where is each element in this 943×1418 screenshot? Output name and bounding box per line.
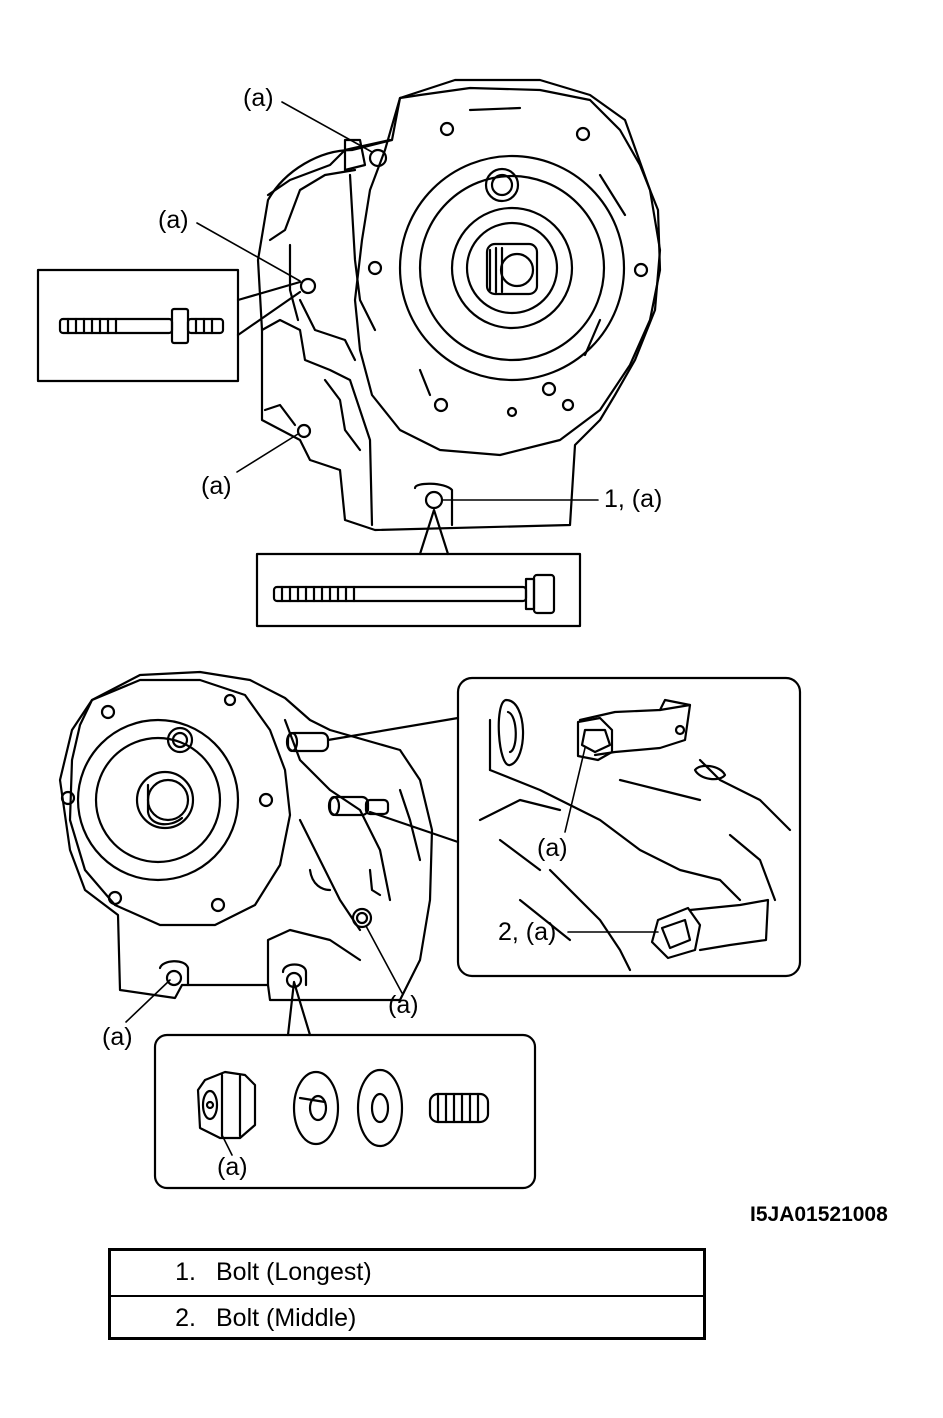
bottom-leader-lines — [125, 747, 659, 1156]
callout-a-inset-right: (a) — [537, 834, 568, 862]
top-leader-lines — [196, 101, 599, 501]
stud-bolt-inset — [36, 268, 302, 383]
callout-a-left-upper: (a) — [158, 206, 189, 234]
longest-bolt-inset — [255, 508, 582, 628]
detail-inset-right — [326, 676, 802, 978]
callout-a-bottom-left: (a) — [102, 1023, 133, 1051]
legend-num: 2. — [175, 1304, 196, 1332]
callout-bolt-1: 1, (a) — [604, 485, 663, 513]
legend-row: 2. Bolt (Middle) — [111, 1295, 703, 1340]
callout-a-top: (a) — [243, 84, 274, 112]
legend-num: 1. — [175, 1258, 196, 1286]
nut-washer-inset — [153, 980, 537, 1190]
legend-text: Bolt (Middle) — [216, 1304, 357, 1332]
callout-a-nut: (a) — [217, 1153, 248, 1181]
bottom-housing-illustration — [58, 670, 434, 1002]
figure-id: I5JA01521008 — [750, 1203, 888, 1226]
legend-table: 1. Bolt (Longest) 2. Bolt (Middle) — [108, 1248, 706, 1340]
callout-bolt-2: 2, (a) — [498, 918, 557, 946]
callout-a-left-lower: (a) — [201, 472, 232, 500]
top-housing-illustration — [256, 78, 662, 532]
legend-row: 1. Bolt (Longest) — [111, 1251, 703, 1294]
callout-a-bottom-center: (a) — [388, 991, 419, 1019]
legend-text: Bolt (Longest) — [216, 1258, 372, 1286]
